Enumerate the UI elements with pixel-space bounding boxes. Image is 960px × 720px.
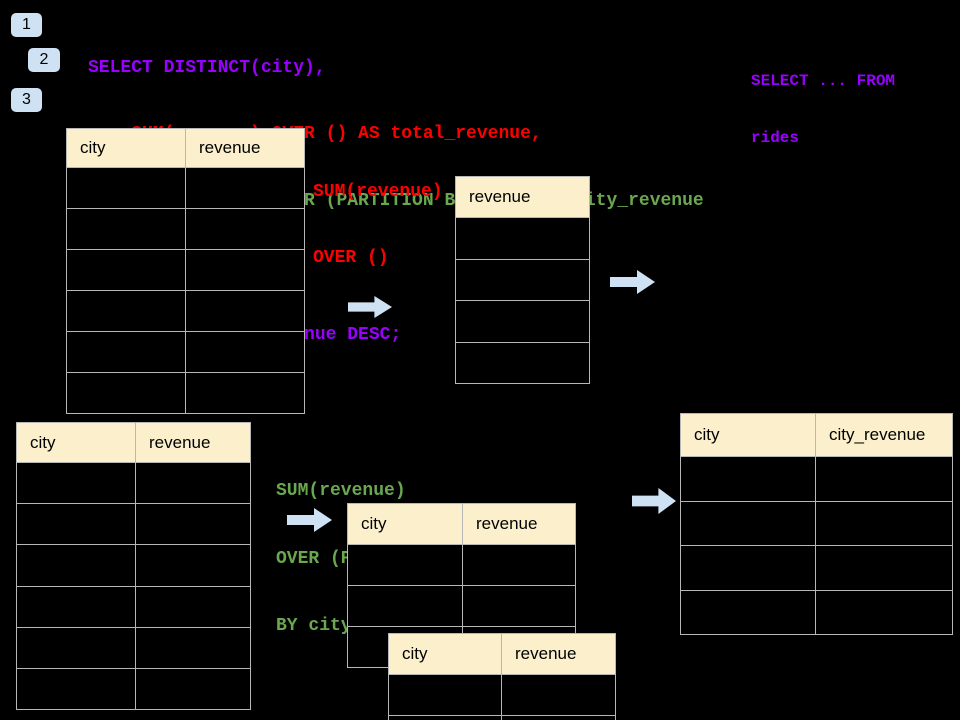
table-cell xyxy=(816,457,952,501)
annotation-total-line-2: OVER () xyxy=(313,248,389,269)
table-cell xyxy=(186,291,304,331)
step-badge-3: 3 xyxy=(11,88,42,112)
table-cell xyxy=(136,545,250,586)
table-cell xyxy=(681,546,815,590)
column-header: revenue xyxy=(502,634,615,674)
table-cell xyxy=(67,209,185,249)
table-cell xyxy=(17,627,135,668)
annotation-total-line-1: SUM(revenue) xyxy=(313,181,443,202)
table-cell xyxy=(816,501,952,545)
table-cell xyxy=(186,373,304,413)
table-cell xyxy=(681,457,815,501)
corner-note-select-from-rides: SELECT ... FROM rides xyxy=(751,34,895,186)
corner-note-line-2: rides xyxy=(751,129,800,147)
table-cell xyxy=(389,675,501,715)
table-cell xyxy=(136,668,250,710)
step-badge-1: 1 xyxy=(11,13,42,37)
table-cell xyxy=(67,250,185,290)
column-header: city xyxy=(67,129,185,167)
table-cell xyxy=(17,463,135,504)
table-cell xyxy=(456,301,589,342)
column-header: revenue xyxy=(463,504,575,544)
column-header: city xyxy=(348,504,462,544)
table-cell xyxy=(816,590,952,634)
table-cell xyxy=(502,716,615,720)
flow-arrow-icon-to-partition-result xyxy=(287,508,332,532)
column-header: city xyxy=(389,634,501,674)
table-cell xyxy=(816,546,952,590)
table-cell xyxy=(186,332,304,372)
table-cell xyxy=(136,504,250,545)
table-cell xyxy=(681,590,815,634)
sql-line-select: SELECT DISTINCT(city), xyxy=(88,57,326,78)
table-cell xyxy=(17,586,135,627)
table-cell xyxy=(136,586,250,627)
annotation-sum-over-total: SUM(revenue) OVER () xyxy=(313,136,443,314)
table-cell xyxy=(67,332,185,372)
table-cell xyxy=(463,586,575,626)
table-cell xyxy=(67,373,185,413)
column-header: city_revenue xyxy=(816,414,952,456)
annotation-partition-line-1: SUM(revenue) xyxy=(276,481,406,501)
flow-arrow-icon-from-total-result xyxy=(610,270,655,294)
step-badge-2: 2 xyxy=(28,48,60,72)
table-cell xyxy=(348,545,462,585)
table-cell xyxy=(681,501,815,545)
table-cell xyxy=(136,627,250,668)
flow-arrow-icon-to-total-result xyxy=(348,296,392,318)
table-cell xyxy=(456,218,589,259)
column-header: revenue xyxy=(456,177,589,217)
table-cell xyxy=(186,209,304,249)
table-cell xyxy=(456,342,589,383)
table-cell xyxy=(389,716,501,720)
table-cell xyxy=(186,168,304,208)
table-cell xyxy=(502,675,615,715)
table-cell xyxy=(67,168,185,208)
table-cell xyxy=(456,259,589,300)
column-header: city xyxy=(17,423,135,462)
table-cell xyxy=(348,586,462,626)
table-cell xyxy=(136,463,250,504)
table-cell xyxy=(17,545,135,586)
column-header: city xyxy=(681,414,815,456)
corner-note-line-1: SELECT ... FROM xyxy=(751,72,896,90)
table-cell xyxy=(17,504,135,545)
column-header: revenue xyxy=(186,129,304,167)
table-cell xyxy=(463,545,575,585)
table-cell xyxy=(17,668,135,710)
table-cell xyxy=(67,291,185,331)
table-total-revenue-result: revenue xyxy=(455,176,590,384)
table-cell xyxy=(186,250,304,290)
flow-arrow-icon-to-city-revenue-result xyxy=(632,488,676,514)
column-header: revenue xyxy=(136,423,250,462)
